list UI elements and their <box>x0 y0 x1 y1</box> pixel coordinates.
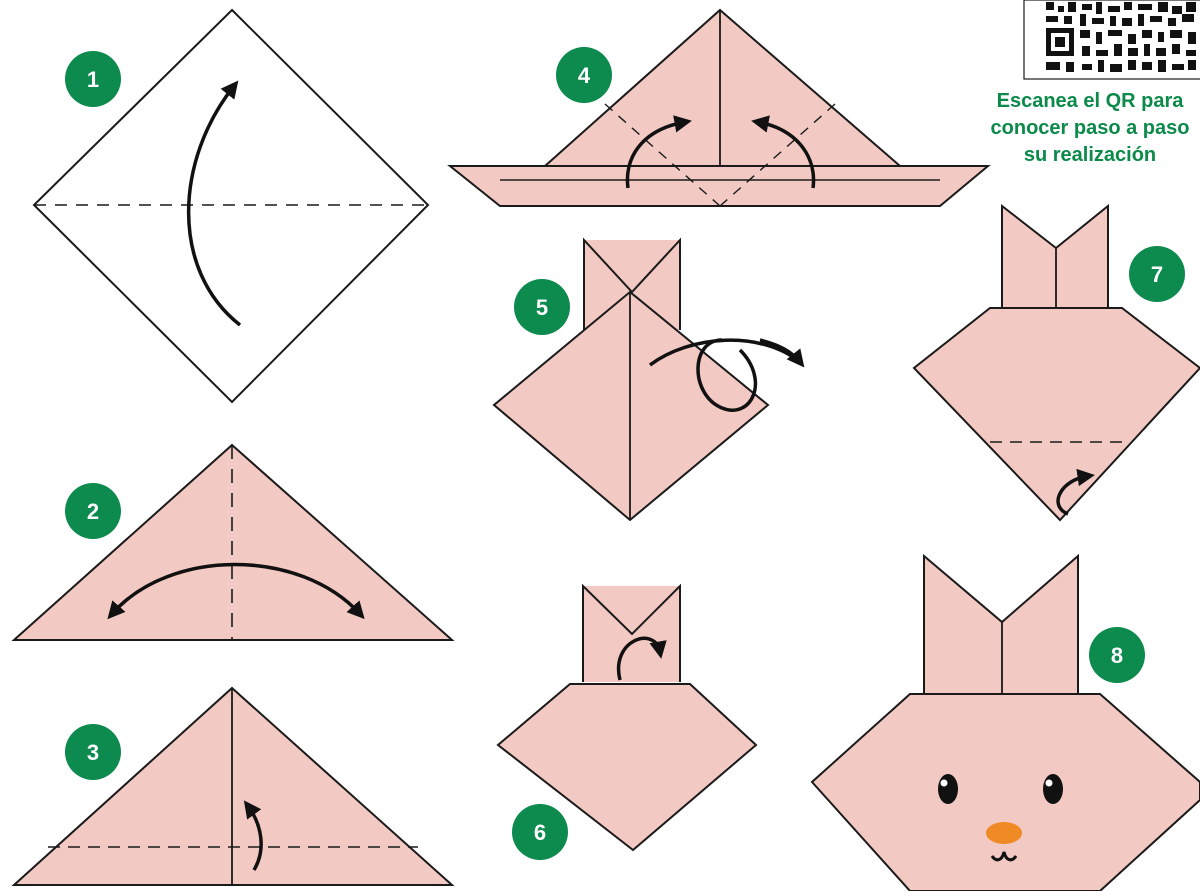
step-8-badge: 8 <box>1089 627 1145 683</box>
step-5-badge: 5 <box>514 279 570 335</box>
step-number: 2 <box>87 499 99 524</box>
step-number: 6 <box>534 820 546 845</box>
step-number: 1 <box>87 67 99 92</box>
qr-caption-line-1: Escanea el QR para <box>940 88 1200 115</box>
step-2-figure <box>14 445 452 640</box>
step-7-badge: 7 <box>1129 246 1185 302</box>
step-2-badge: 2 <box>65 483 121 539</box>
step-number: 4 <box>578 63 591 88</box>
qr-caption-line-3: su realización <box>940 142 1200 169</box>
qr-caption-line-2: conocer paso a paso <box>940 115 1200 142</box>
step-number: 7 <box>1151 262 1163 287</box>
step-6-badge: 6 <box>512 804 568 860</box>
qr-caption: Escanea el QR para conocer paso a paso s… <box>940 88 1200 169</box>
step-3-figure <box>14 688 452 885</box>
step-number: 5 <box>536 295 548 320</box>
step-4-figure <box>450 10 988 206</box>
qr-code-icon <box>1024 0 1200 79</box>
step-3-badge: 3 <box>65 724 121 780</box>
step-8-figure <box>812 556 1200 891</box>
step-4-badge: 4 <box>556 47 612 103</box>
step-number: 8 <box>1111 643 1123 668</box>
step-number: 3 <box>87 740 99 765</box>
step-1-badge: 1 <box>65 51 121 107</box>
